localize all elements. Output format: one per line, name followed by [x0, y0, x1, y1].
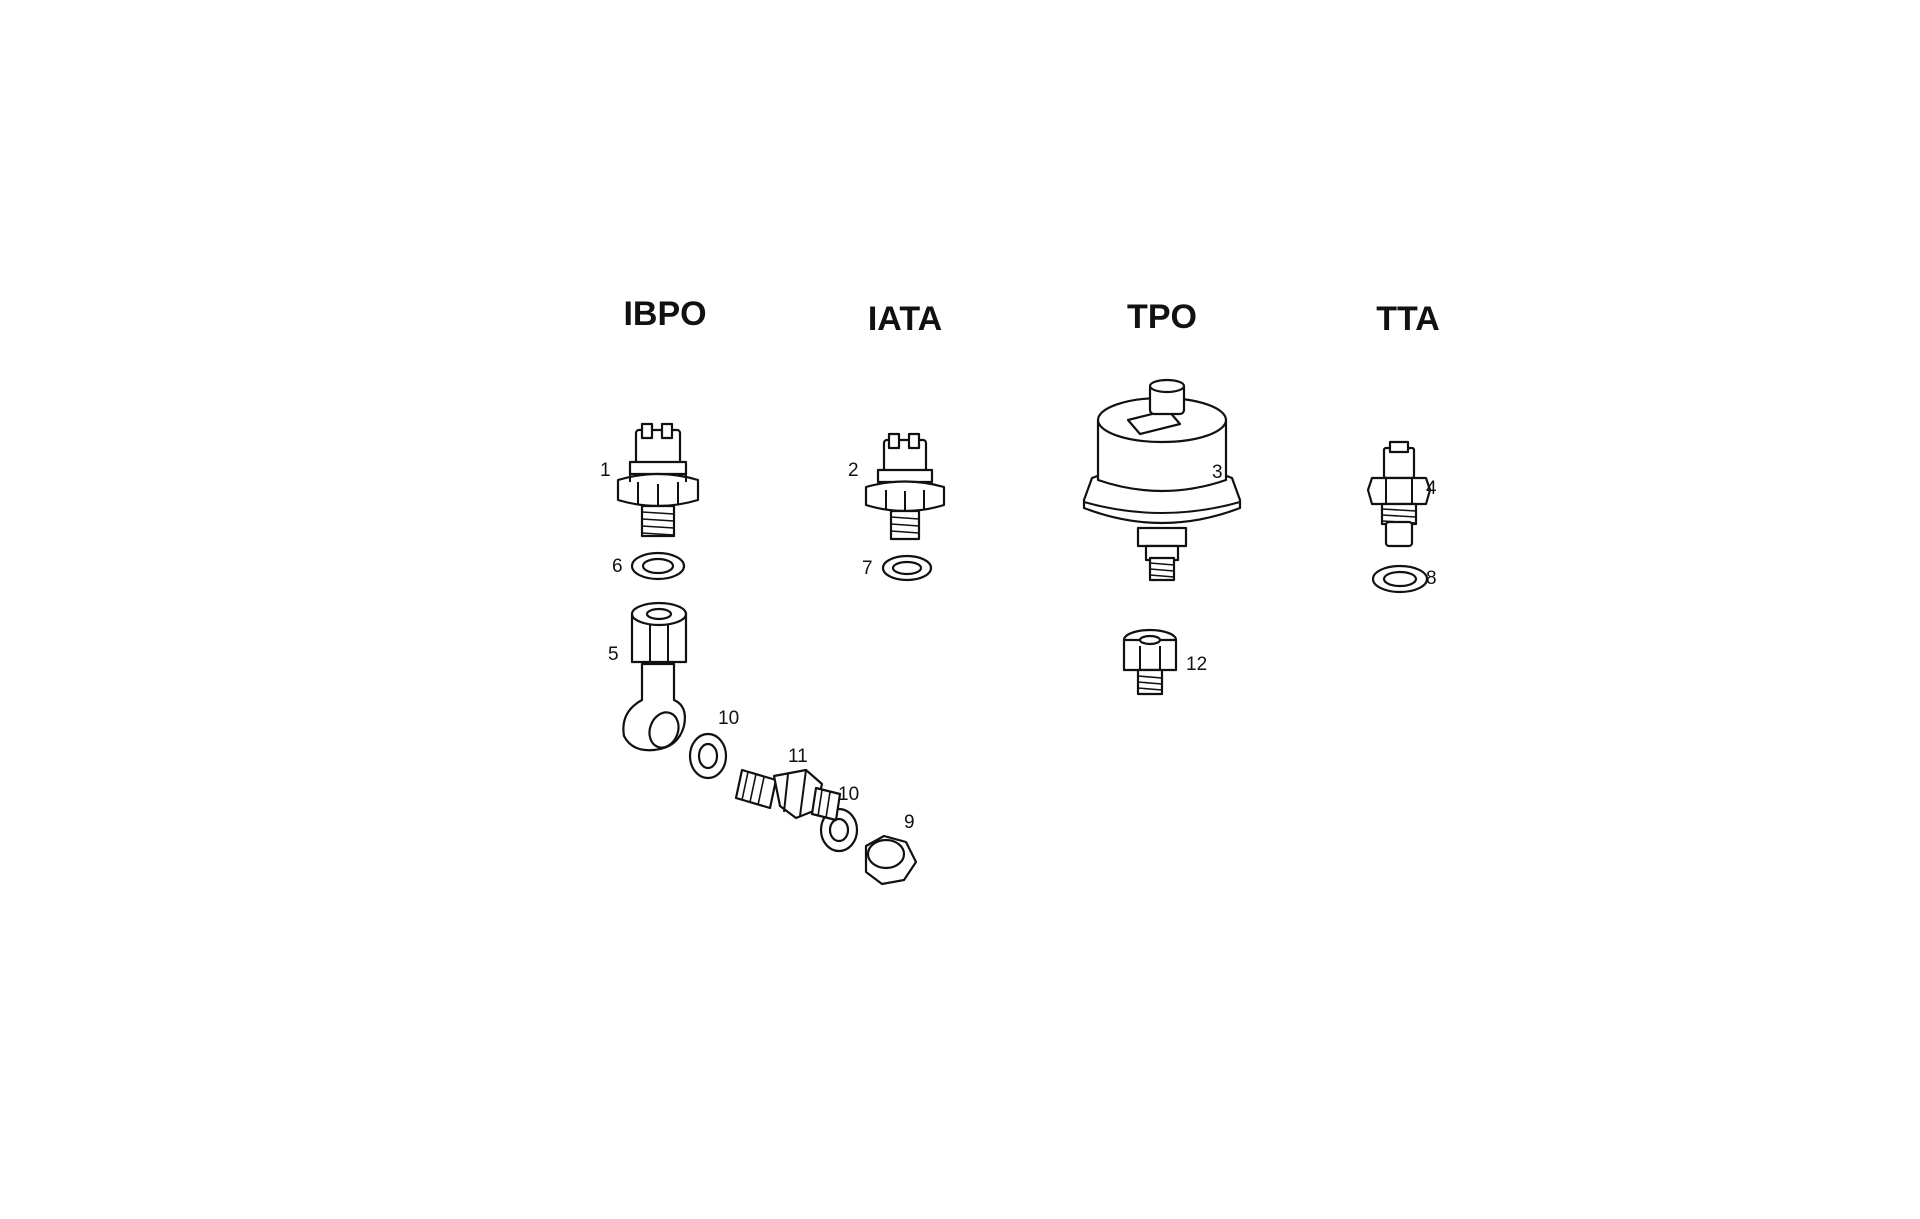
part-2-pressure-switch [864, 432, 946, 541]
part-9-cap-nut [864, 834, 918, 886]
callout-2: 2 [848, 460, 859, 481]
callout-5: 5 [608, 644, 619, 665]
part-10-washer-a [688, 732, 728, 780]
part-1-pressure-switch [616, 422, 700, 538]
part-11-banjo-bolt [734, 768, 842, 822]
part-7-washer [881, 554, 933, 582]
callout-6: 6 [612, 556, 623, 577]
group-title-tpo: TPO [1127, 298, 1197, 336]
callout-3: 3 [1212, 462, 1223, 483]
callout-12: 12 [1186, 654, 1207, 675]
group-title-iata: IATA [868, 300, 942, 338]
part-3-pressure-sender [1082, 378, 1242, 582]
part-5-banjo-fitting [622, 601, 688, 752]
callout-9: 9 [904, 812, 915, 833]
part-4-temperature-sender [1366, 440, 1432, 548]
callout-8: 8 [1426, 568, 1437, 589]
group-title-tta: TTA [1376, 300, 1440, 338]
group-title-ibpo: IBPO [623, 295, 706, 333]
callout-4: 4 [1426, 478, 1437, 499]
part-8-washer [1371, 564, 1429, 594]
callout-10b: 10 [838, 784, 859, 805]
part-6-washer [630, 551, 686, 581]
callout-1: 1 [600, 460, 611, 481]
callout-10a: 10 [718, 708, 739, 729]
part-12-adapter [1122, 628, 1178, 696]
callout-7: 7 [862, 558, 873, 579]
callout-11: 11 [788, 746, 808, 767]
